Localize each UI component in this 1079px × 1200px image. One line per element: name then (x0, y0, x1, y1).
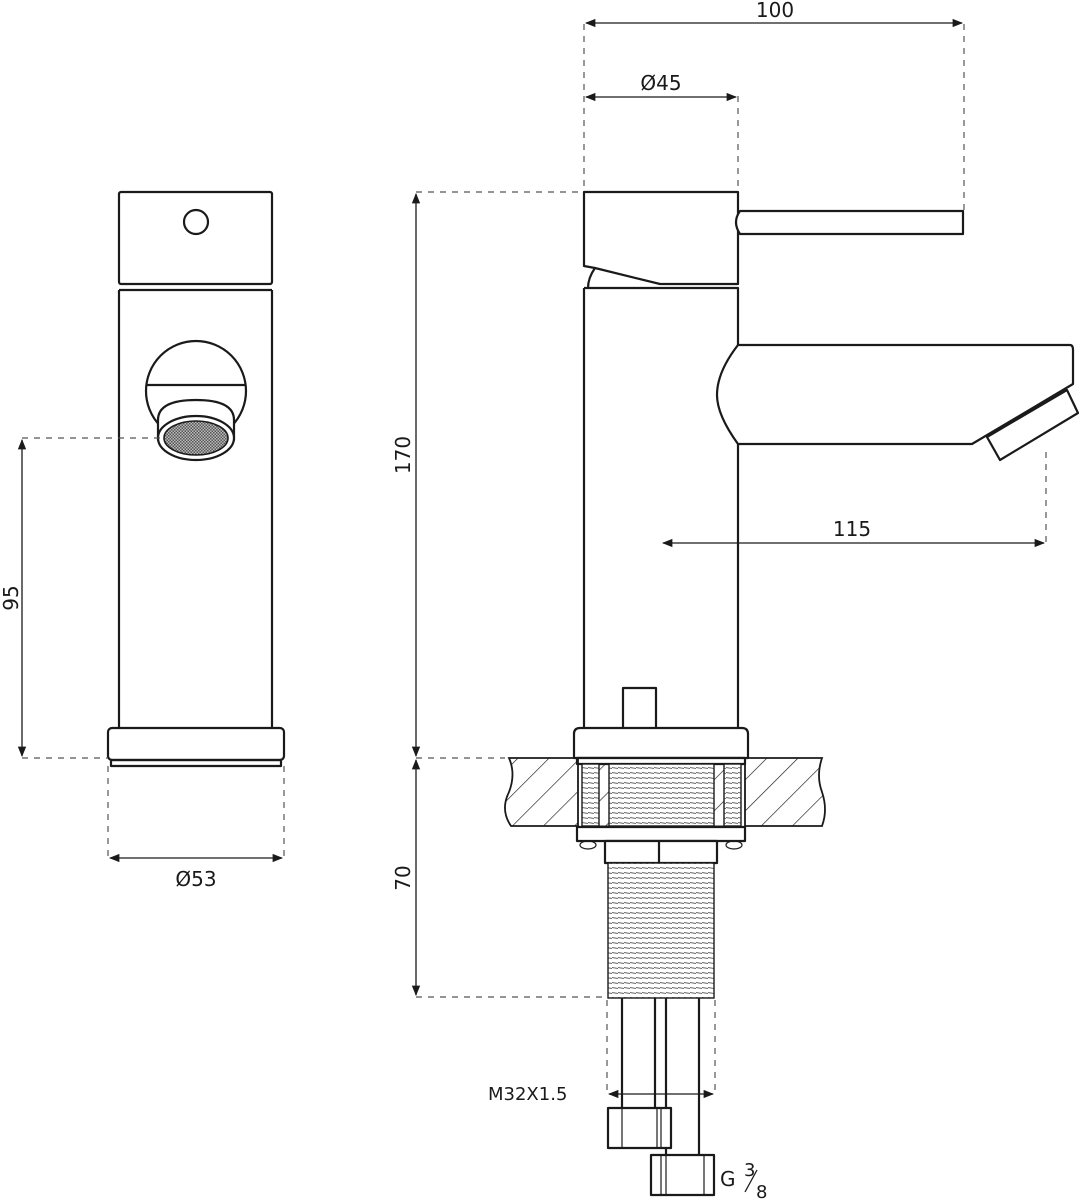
front-body (117, 288, 274, 728)
dim-connector-thread-den: 8 (756, 1182, 767, 1200)
hose-connector-1 (606, 1106, 673, 1150)
dim-spout-reach: 115 (833, 517, 871, 541)
front-cap (117, 190, 274, 286)
dim-connector-thread-prefix: G (720, 1167, 736, 1191)
dim-shank-thread: M32X1.5 (488, 1084, 567, 1105)
threaded-shank (607, 862, 715, 999)
countertop-left (504, 757, 579, 827)
spout (715, 343, 1075, 446)
dim-spout-height: 95 (0, 585, 23, 610)
spout-aerator (985, 388, 1079, 462)
dim-body-diameter: Ø45 (640, 71, 681, 95)
lever-pivot-icon (182, 208, 210, 236)
dim-lever-reach: 100 (756, 0, 794, 22)
dim-shank-length: 70 (391, 865, 415, 890)
dim-connector-thread-num: 3 (744, 1160, 755, 1181)
side-body (582, 286, 740, 728)
front-view: 95 Ø53 (0, 190, 286, 891)
hose-connector-2 (649, 1153, 716, 1197)
side-view: 100 Ø45 170 70 115 M32X1.5 G 3 8 (391, 0, 1079, 1200)
dim-base-diameter: Ø53 (175, 867, 216, 891)
side-cap (582, 190, 740, 286)
front-base (106, 726, 286, 762)
lever-handle (734, 209, 965, 236)
dim-total-height: 170 (391, 436, 415, 474)
countertop-right (744, 757, 826, 827)
